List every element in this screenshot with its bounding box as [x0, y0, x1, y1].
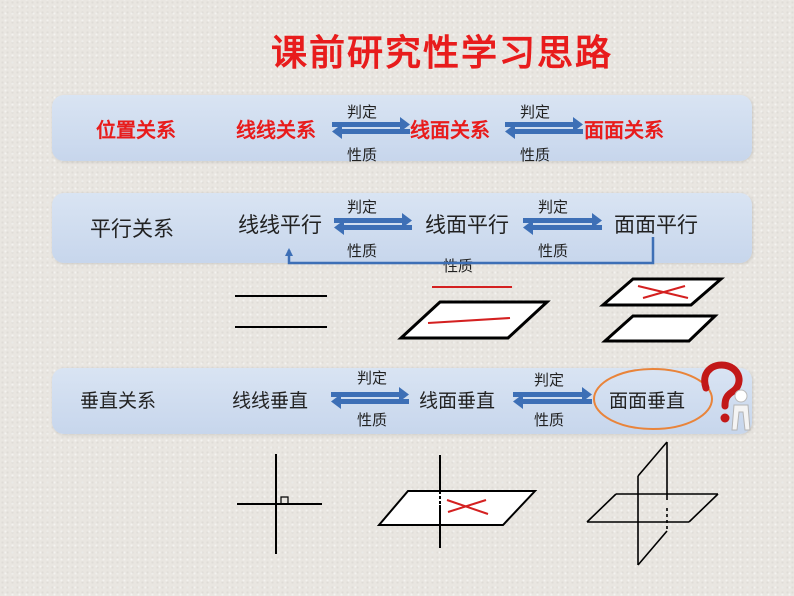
row2-double-arrow-1: [334, 213, 412, 235]
row2-arrow2-bottom-label: 性质: [538, 242, 569, 260]
highlight-ellipse: [593, 368, 713, 430]
question-mark-figure-icon: [701, 361, 751, 431]
line-plane-perpendicular-figure: [376, 455, 538, 548]
row1-arrow1-bottom-label: 性质: [347, 146, 378, 164]
row3-item3: 面面垂直: [609, 390, 686, 412]
row3-arrow1-top-label: 判定: [357, 369, 388, 387]
row2-category: 平行关系: [90, 217, 174, 241]
row2-arrow2-top-label: 判定: [538, 198, 569, 216]
row2-item3: 面面平行: [614, 213, 698, 237]
plane-plane-perpendicular-figure: [586, 441, 719, 566]
row2-arrow1-bottom-label: 性质: [347, 242, 378, 260]
row1-double-arrow-1: [332, 117, 410, 139]
row3-arrow1-bottom-label: 性质: [357, 411, 388, 429]
row1-category: 位置关系: [96, 118, 176, 142]
plane-plane-parallel-figure: [598, 277, 726, 343]
parallel-lines-figure: [235, 295, 327, 328]
line-plane-parallel-figure: [397, 286, 551, 340]
row3-arrow2-top-label: 判定: [534, 371, 565, 389]
return-arrow-label: 性质: [443, 257, 474, 275]
return-arrow: [285, 237, 655, 265]
row1-double-arrow-2: [505, 117, 583, 139]
row3-arrow2-bottom-label: 性质: [534, 411, 565, 429]
row3-category: 垂直关系: [80, 390, 157, 412]
perpendicular-lines-figure: [237, 454, 322, 554]
row2-item2: 线面平行: [425, 213, 509, 237]
row1-arrow2-bottom-label: 性质: [520, 146, 551, 164]
row1-item2: 线面关系: [410, 118, 490, 142]
row2-item1: 线线平行: [238, 213, 322, 237]
row3-double-arrow-1: [331, 387, 409, 409]
row3-item2: 线面垂直: [419, 390, 496, 412]
row3-double-arrow-2: [513, 387, 592, 409]
row1-item3: 面面关系: [584, 118, 664, 142]
row1-arrow1-top-label: 判定: [347, 103, 378, 121]
row1-arrow2-top-label: 判定: [520, 103, 551, 121]
page-title: 课前研究性学习思路: [270, 33, 613, 74]
row2-arrow1-top-label: 判定: [347, 198, 378, 216]
row1-item1: 线线关系: [236, 118, 316, 142]
row2-double-arrow-2: [523, 213, 602, 235]
row3-item1: 线线垂直: [232, 390, 309, 412]
